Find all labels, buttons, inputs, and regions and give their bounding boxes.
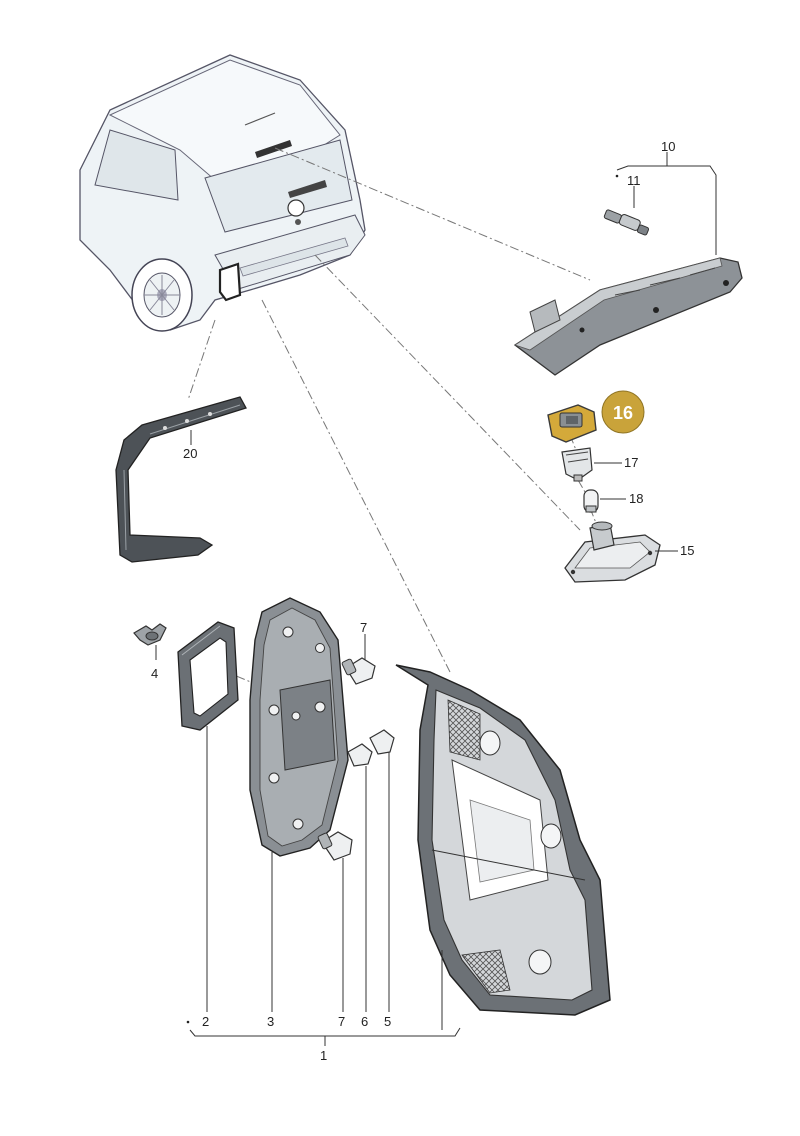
bulb-socket-11 bbox=[603, 209, 650, 236]
label-6: 6 bbox=[361, 1014, 368, 1029]
label-10: 10 bbox=[661, 139, 675, 154]
nut-4 bbox=[133, 623, 167, 646]
highlight-badge-16[interactable]: 16 bbox=[601, 390, 645, 434]
bulb-socket-17 bbox=[561, 447, 593, 482]
label-5: 5 bbox=[384, 1014, 391, 1029]
license-plate-light-15 bbox=[564, 521, 661, 583]
car-rear-view bbox=[79, 54, 366, 332]
third-brake-light bbox=[513, 257, 743, 376]
label-11: 11 bbox=[627, 173, 641, 188]
gasket-2 bbox=[177, 621, 239, 731]
license-light-connector-16 bbox=[547, 404, 597, 443]
label-18: 18 bbox=[629, 491, 643, 506]
tail-light-housing bbox=[395, 664, 611, 1016]
label-3: 3 bbox=[267, 1014, 274, 1029]
bulb-6 bbox=[347, 743, 373, 767]
label-15: 15 bbox=[680, 543, 694, 558]
label-1: 1 bbox=[320, 1048, 327, 1063]
label-16: 16 bbox=[613, 403, 633, 423]
label-7-upper: 7 bbox=[360, 620, 367, 635]
bulb-18 bbox=[583, 489, 599, 513]
label-17: 17 bbox=[624, 455, 638, 470]
trim-strip-20 bbox=[115, 396, 247, 563]
leader-lines bbox=[155, 152, 717, 1046]
bulb-7-lower bbox=[317, 831, 353, 861]
bulb-7-upper bbox=[341, 657, 376, 685]
bulb-5 bbox=[369, 729, 395, 755]
label-7-lower: 7 bbox=[338, 1014, 345, 1029]
label-4: 4 bbox=[151, 666, 158, 681]
bulb-carrier-3 bbox=[249, 597, 349, 857]
label-20: 20 bbox=[183, 446, 197, 461]
label-2: 2 bbox=[202, 1014, 209, 1029]
